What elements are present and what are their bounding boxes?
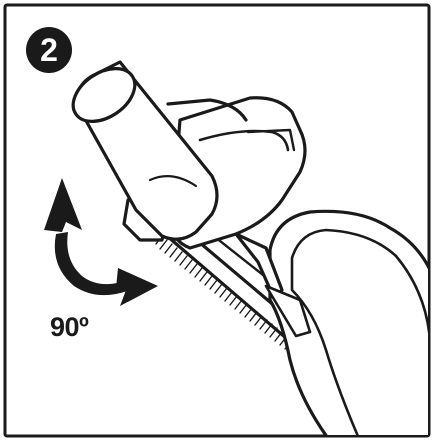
rotation-arrow bbox=[44, 178, 158, 306]
step-number-badge: 2 bbox=[26, 27, 72, 73]
wand-cylinder-opening bbox=[71, 67, 137, 123]
rotation-angle-label: 90º bbox=[50, 312, 89, 342]
rear-housing bbox=[268, 209, 428, 435]
rear-housing-inner bbox=[290, 228, 428, 435]
panel-frame bbox=[3, 3, 431, 438]
